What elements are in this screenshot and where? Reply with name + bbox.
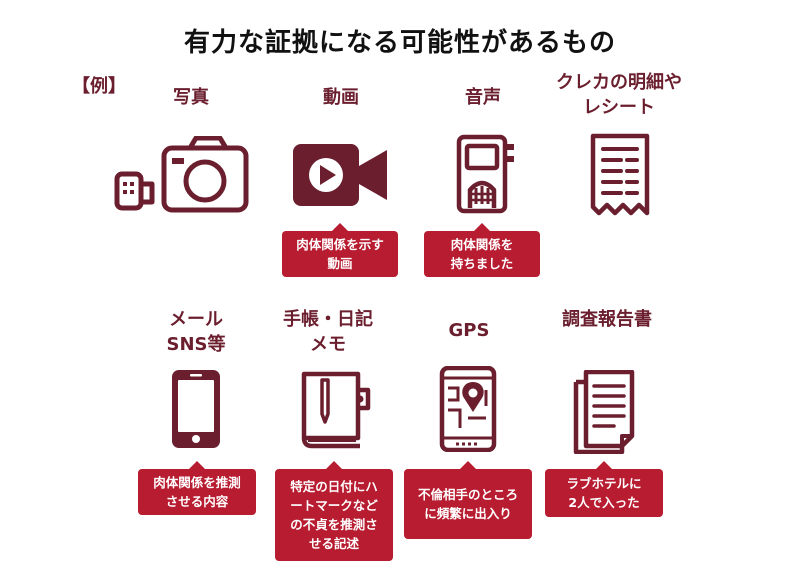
label-mail-sns: メール SNS等 [166,309,226,355]
callout-audio: 肉体関係を 持ちました [424,223,540,277]
gps-map-phone-icon [439,366,497,452]
label-photo: 写真 [173,87,209,108]
report-documents-icon [573,370,635,454]
voice-recorder-icon [456,134,514,214]
example-label: 【例】 [72,76,126,97]
callout-video: 肉体関係を示す 動画 [282,223,398,277]
label-report: 調査報告書 [562,309,652,330]
video-camera-icon [293,144,387,206]
callout-mail-sns: 肉体関係を推測 させる内容 [138,461,256,515]
label-gps: GPS [448,320,490,341]
smartphone-icon [172,370,220,448]
receipt-icon [590,133,650,216]
callout-report: ラブホテルに 2人で入った [545,461,663,517]
page-title: 有力な証拠になる可能性があるもの [183,28,616,58]
label-video: 動画 [323,87,359,108]
callout-gps: 不倫相手のところ に頻繁に出入り [404,461,532,539]
label-notebook: 手帳・日記 メモ [283,309,373,355]
callout-notebook: 特定の日付にハ ートマークなど の不貞を推測さ せる記述 [275,461,393,561]
camera-icon [114,136,249,213]
label-receipt: クレカの明細や レシート [556,72,682,118]
notebook-icon [301,371,371,449]
label-audio: 音声 [465,87,501,108]
